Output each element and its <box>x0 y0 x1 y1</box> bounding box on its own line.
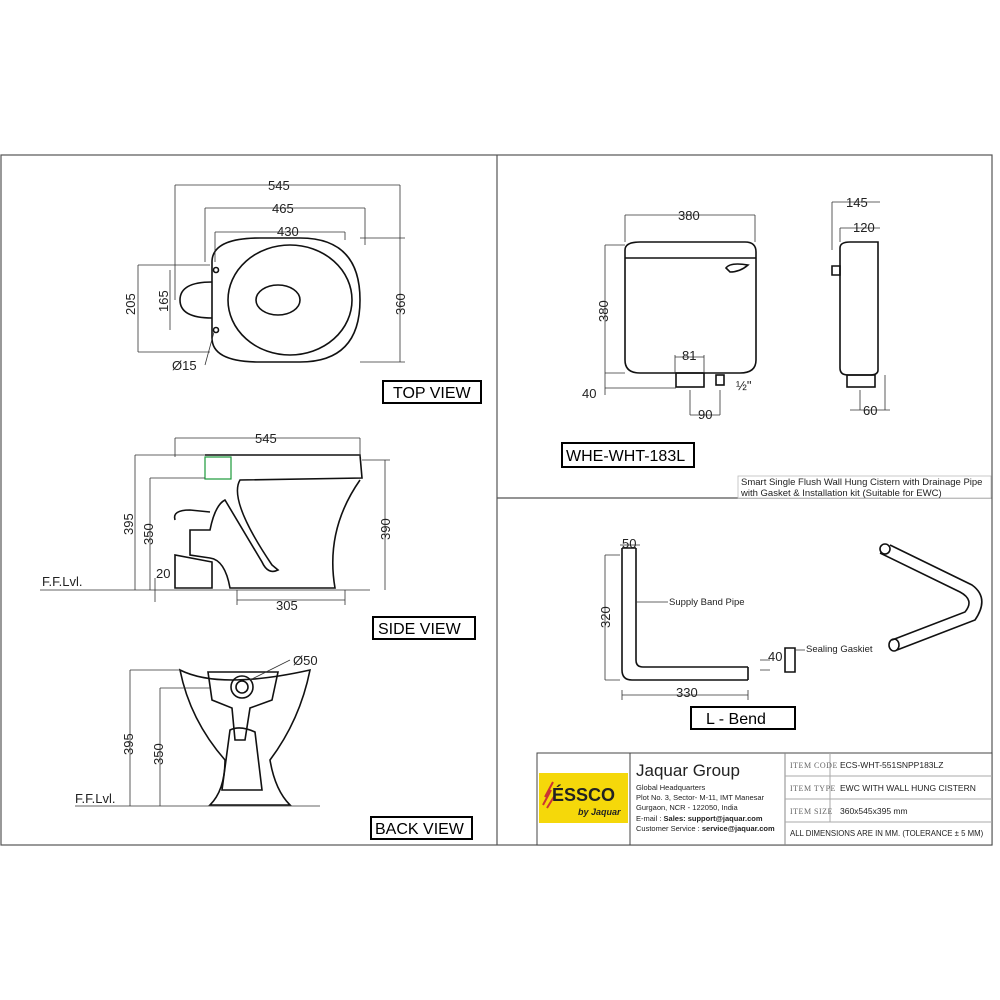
svg-text:Customer Service : service@jaq: Customer Service : service@jaquar.com <box>636 824 775 833</box>
top-view-label: TOP VIEW <box>393 385 472 402</box>
company-name: Jaquar Group <box>636 761 740 780</box>
dim-cistern-height: 380 <box>596 300 611 322</box>
email-value[interactable]: Sales: support@jaquar.com <box>664 814 763 823</box>
cs-label: Customer Service : <box>636 824 702 833</box>
back-view-label-box <box>370 816 473 840</box>
item-code-label: ITEM CODE <box>790 761 838 770</box>
item-code: ECS-WHT-551SNPP183LZ <box>840 760 943 770</box>
cs-value[interactable]: service@jaquar.com <box>702 824 775 833</box>
dim-395: 395 <box>121 513 136 535</box>
back-view-label: BACK VIEW <box>375 821 465 838</box>
item-type-label: ITEM TYPE <box>790 784 836 793</box>
dim-350: 350 <box>141 523 156 545</box>
dim-305: 305 <box>276 598 298 613</box>
dim-320: 320 <box>598 606 613 628</box>
dim-40-bend: 40 <box>768 649 782 664</box>
address-line2: Plot No. 3, Sector- M-11, IMT Manesar <box>636 793 765 802</box>
address-line1: Global Headquarters <box>636 783 705 792</box>
dim-half-inch: ½" <box>736 378 752 393</box>
floor-level: F.F.Lvl. <box>42 574 82 589</box>
item-size-label: ITEM SIZE <box>790 807 833 816</box>
cistern-model: WHE-WHT-183L <box>566 448 685 465</box>
dim-360: 360 <box>393 293 408 315</box>
back-view: Ø50 395 350 F.F.Lvl. BACK VIEW <box>75 653 473 840</box>
cistern-model-box <box>561 442 695 468</box>
dim-165: 165 <box>156 290 171 312</box>
cistern-description-line1: Smart Single Flush Wall Hung Cistern wit… <box>741 477 982 488</box>
side-view-label: SIDE VIEW <box>378 621 462 638</box>
logo-text: ÉSSCO <box>552 784 615 805</box>
cistern-views: 380 380 81 40 90 ½" 145 120 60 WHE-WHT-1… <box>561 195 992 499</box>
dim-350-back: 350 <box>151 743 166 765</box>
lbend-label-box <box>690 706 796 730</box>
dim-20: 20 <box>156 566 170 581</box>
dim-465: 465 <box>272 201 294 216</box>
dim-545-side: 545 <box>255 431 277 446</box>
floor-level-back: F.F.Lvl. <box>75 791 115 806</box>
top-view-label-box <box>382 380 482 404</box>
dim-395-back: 395 <box>121 733 136 755</box>
l-bend: 50 320 330 40 Supply Band Pipe Sealing G… <box>598 536 983 730</box>
dim-330: 330 <box>676 685 698 700</box>
dim-390: 390 <box>378 518 393 540</box>
cistern-description-line2: with Gasket & Installation kit (Suitable… <box>740 488 942 499</box>
dim-205: 205 <box>123 293 138 315</box>
top-view: 545 465 430 205 165 360 Ø15 TOP VIEW <box>123 178 482 404</box>
svg-text:E-mail : Sales: support@jaquar: E-mail : Sales: support@jaquar.com <box>636 814 763 823</box>
address-line3: Gurgaon, NCR - 122050, India <box>636 803 739 812</box>
dim-545: 545 <box>268 178 290 193</box>
dim-dia50: Ø50 <box>293 653 318 668</box>
title-block: ÉSSCO by Jaquar Jaquar Group Global Head… <box>536 752 993 846</box>
dim-430: 430 <box>277 224 299 239</box>
item-size: 360x545x395 mm <box>840 806 908 816</box>
dim-81: 81 <box>682 348 696 363</box>
dim-cistern-width: 380 <box>678 208 700 223</box>
dim-50: 50 <box>622 536 636 551</box>
dim-40: 40 <box>582 386 596 401</box>
item-type: EWC WITH WALL HUNG CISTERN <box>840 783 976 793</box>
lbend-label: L - Bend <box>706 711 766 728</box>
logo-sub: by Jaquar <box>578 807 621 817</box>
dim-120: 120 <box>853 220 875 235</box>
dimensions-note: ALL DIMENSIONS ARE IN MM. (TOLERANCE ± 5… <box>790 829 984 838</box>
side-view: 545 395 350 390 20 305 F.F.Lvl. SIDE VIE… <box>40 431 476 640</box>
email-label: E-mail : <box>636 814 664 823</box>
dim-dia15: Ø15 <box>172 358 197 373</box>
dim-60: 60 <box>863 403 877 418</box>
dim-90: 90 <box>698 407 712 422</box>
dim-145: 145 <box>846 195 868 210</box>
sealing-gasket-label: Sealing Gaskiet <box>806 644 873 655</box>
supply-band-pipe-label: Supply Band Pipe <box>669 597 745 608</box>
side-view-label-box <box>372 616 476 640</box>
